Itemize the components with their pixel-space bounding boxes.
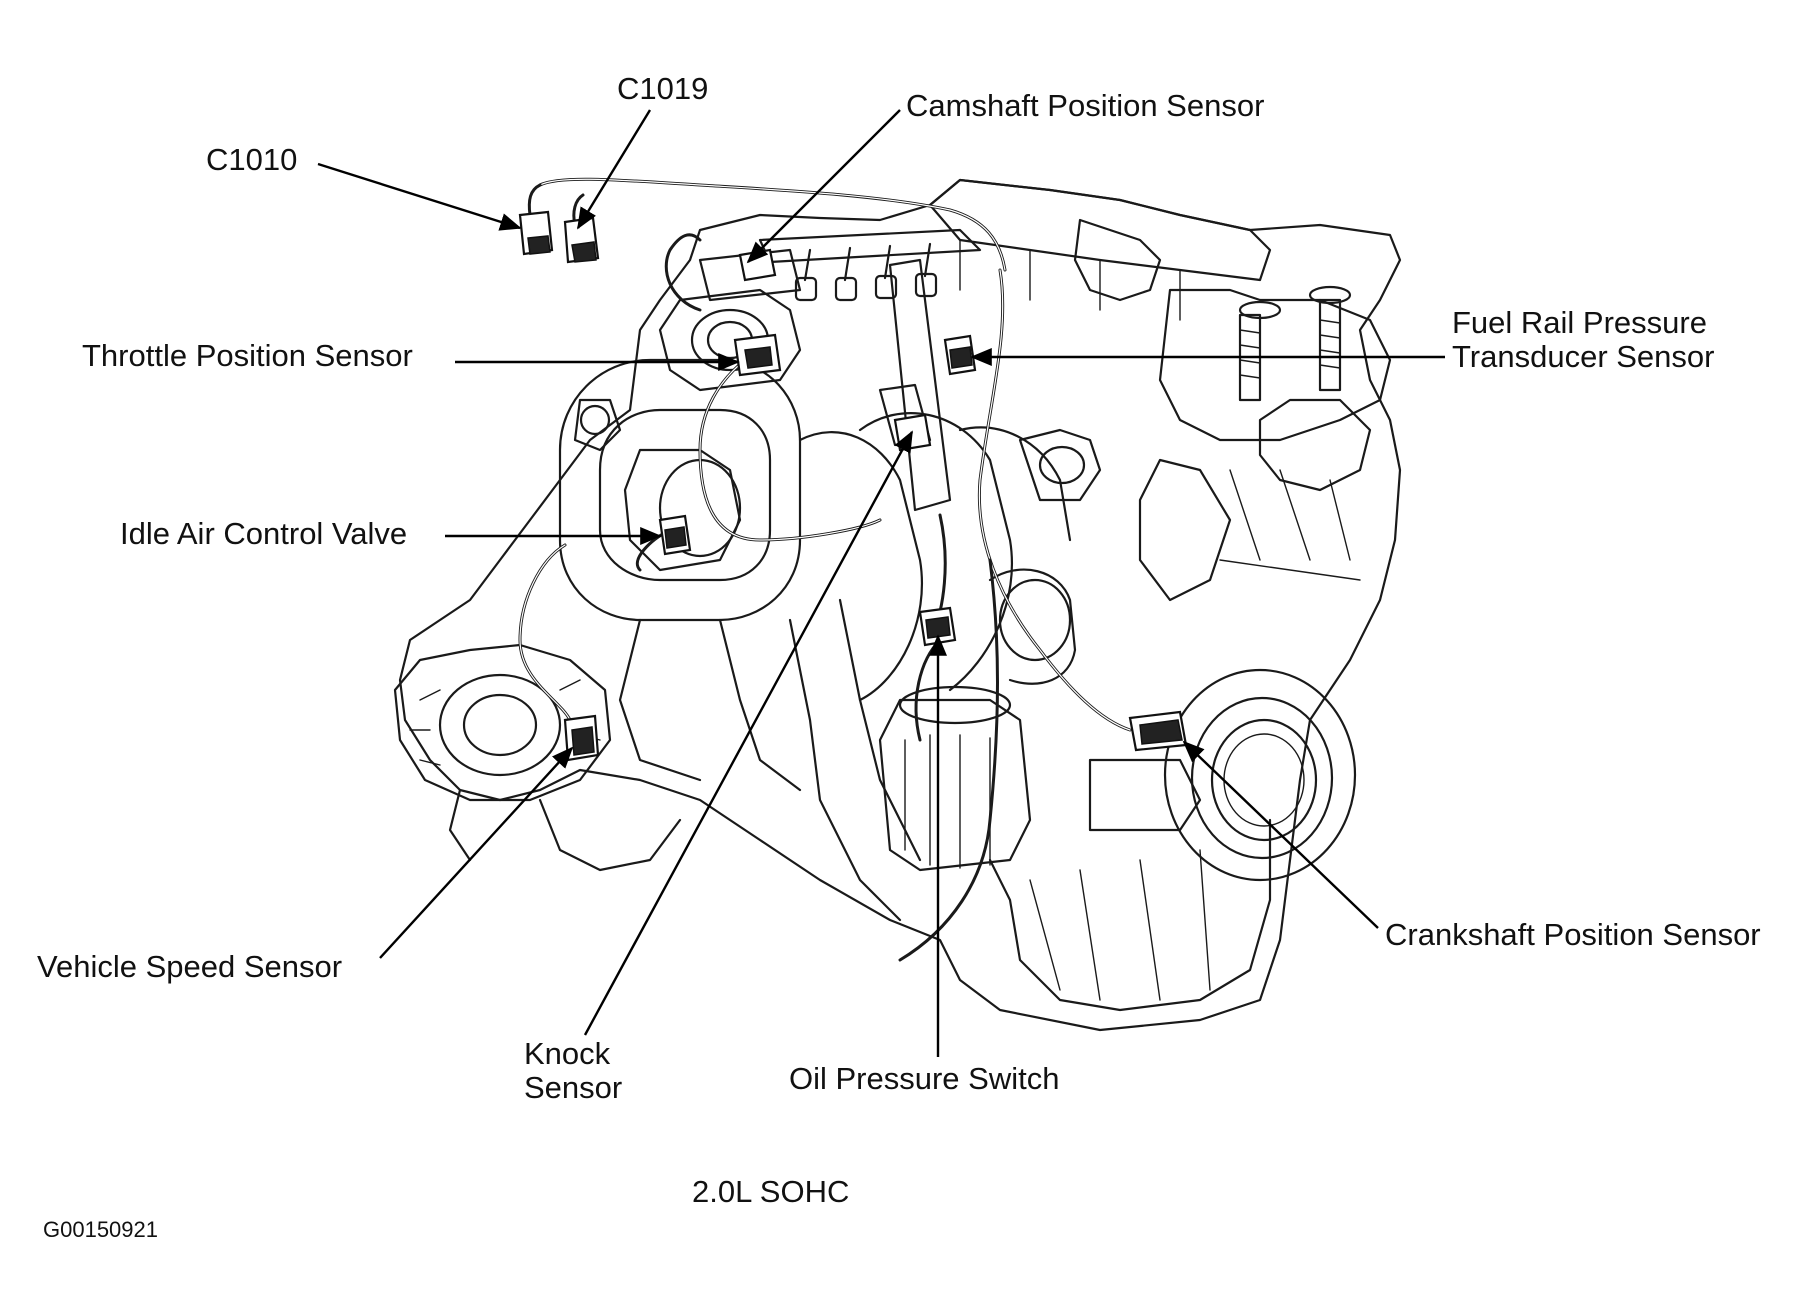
label-c1010: C1010 (206, 142, 298, 177)
leader-lines (317, 109, 1445, 1057)
leader-c1010 (317, 162, 522, 231)
label-camshaft-position-sensor: Camshaft Position Sensor (906, 88, 1265, 123)
leader-vehicle-speed (379, 746, 574, 959)
label-knock-line1: Knock (524, 1036, 611, 1071)
leader-camshaft (746, 109, 901, 264)
label-vehicle-speed-sensor: Vehicle Speed Sensor (37, 949, 343, 984)
leader-crankshaft (1182, 740, 1379, 929)
label-oil-pressure-switch: Oil Pressure Switch (789, 1061, 1060, 1096)
engine-illustration (393, 178, 1402, 1032)
label-crankshaft-position-sensor: Crankshaft Position Sensor (1385, 917, 1761, 952)
connectors (518, 210, 1188, 762)
label-knock-line2: Sensor (524, 1070, 623, 1105)
label-c1019: C1019 (617, 71, 709, 106)
leader-knock (583, 430, 914, 1036)
diagram-caption: 2.0L SOHC (692, 1174, 850, 1209)
figure-code: G00150921 (43, 1217, 158, 1242)
label-idle-air-control-valve: Idle Air Control Valve (120, 516, 408, 551)
leader-c1019 (576, 109, 652, 230)
label-fuel-rail-pressure-line2: Transducer Sensor (1452, 339, 1715, 374)
wiring-harness (518, 177, 1132, 962)
label-fuel-rail-pressure-line1: Fuel Rail Pressure (1452, 305, 1707, 340)
label-throttle-position-sensor: Throttle Position Sensor (82, 338, 413, 373)
